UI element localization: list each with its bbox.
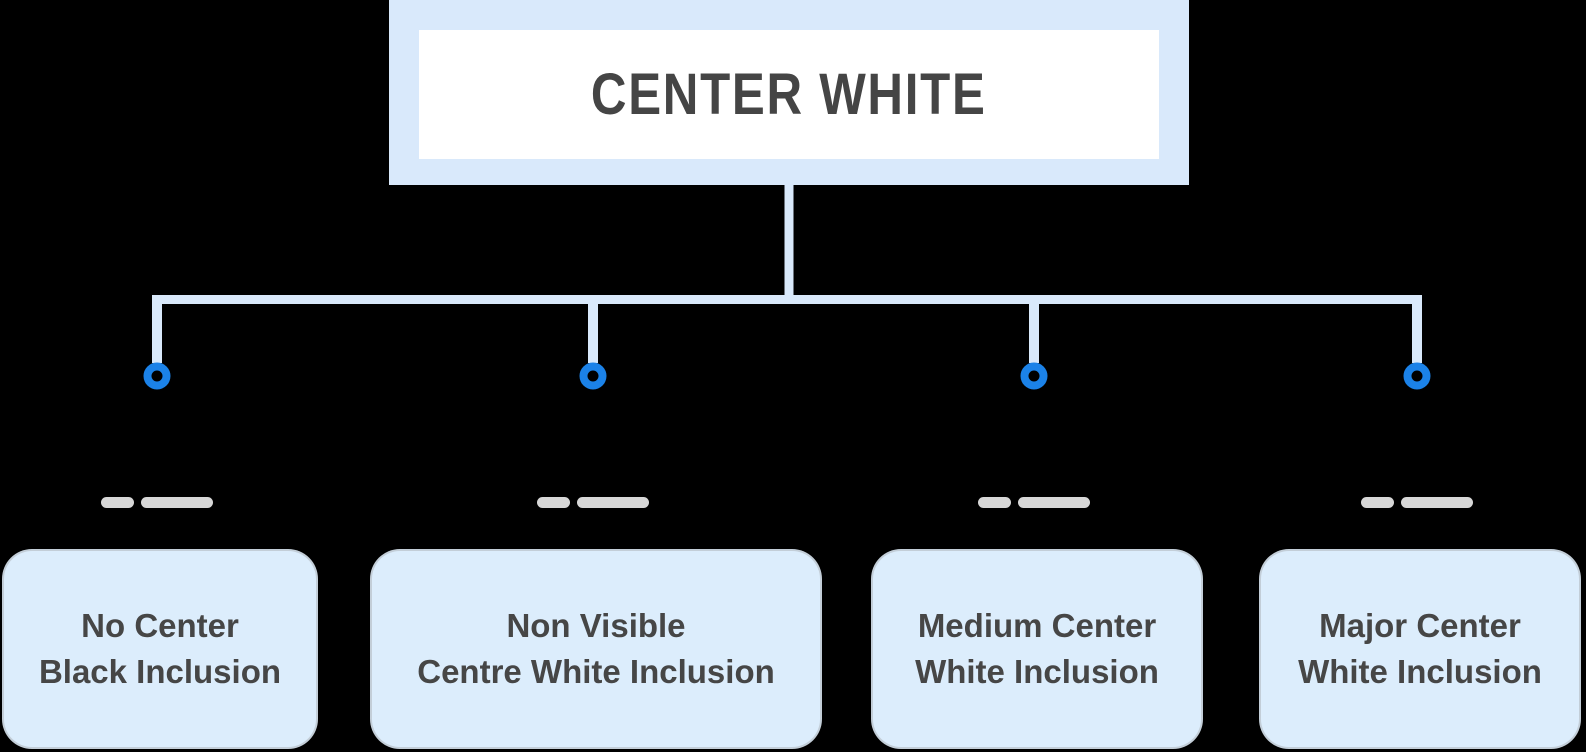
card-label-line: White Inclusion	[1298, 653, 1542, 690]
pill-short	[537, 497, 570, 508]
card-label-line: Non Visible	[506, 607, 686, 644]
card-label-line: Medium Center	[917, 607, 1157, 644]
placeholder-caption-pills	[537, 497, 649, 508]
card-label-line: White Inclusion	[915, 653, 1159, 690]
card-label-line: Major Center	[1319, 607, 1521, 644]
ring-icon	[1020, 362, 1048, 390]
child-card-no-center-black-inclusion: No Center Black Inclusion	[2, 549, 318, 749]
pill-short	[1361, 497, 1394, 508]
pill-short	[101, 497, 134, 508]
placeholder-caption-pills	[978, 497, 1090, 508]
card-label-line: Black Inclusion	[38, 653, 282, 690]
placeholder-caption-pills	[1361, 497, 1473, 508]
card-label-line: No Center	[81, 607, 239, 644]
card-label-line: Centre White Inclusion	[417, 653, 775, 690]
root-node-title: CENTER WHITE	[591, 62, 987, 127]
pill-long	[577, 497, 649, 508]
child-card-non-visible-centre-white-inclusion: Non Visible Centre White Inclusion	[370, 549, 822, 749]
pill-long	[1401, 497, 1473, 508]
pill-long	[141, 497, 213, 508]
pill-long	[1018, 497, 1090, 508]
placeholder-caption-pills	[101, 497, 213, 508]
child-card-medium-center-white-inclusion: Medium Center White Inclusion	[871, 549, 1203, 749]
ring-icon	[143, 362, 171, 390]
ring-icon	[579, 362, 607, 390]
pill-short	[978, 497, 1011, 508]
ring-icon	[1403, 362, 1431, 390]
child-card-major-center-white-inclusion: Major Center White Inclusion	[1259, 549, 1581, 749]
root-node-box: CENTER WHITE	[389, 0, 1189, 185]
root-node-inner-panel: CENTER WHITE	[419, 30, 1159, 159]
